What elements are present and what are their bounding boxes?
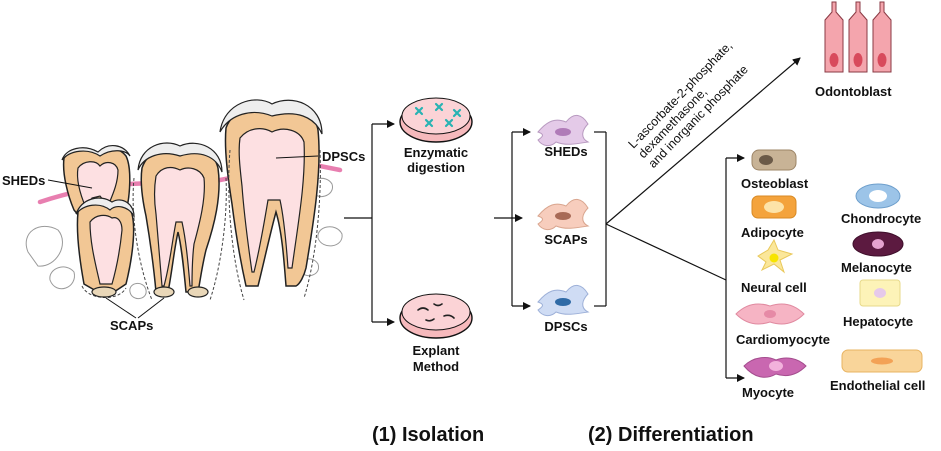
premolar-tooth	[132, 142, 227, 301]
melanocyte-cell	[852, 231, 904, 257]
explant-label-1: Explant	[413, 343, 461, 358]
teeth-illustration: SHEDs DPSCs SCAPs	[2, 99, 365, 333]
dpscs-cell-label: DPSCs	[544, 319, 587, 334]
isolation-bracket	[344, 120, 395, 326]
explant-petri-dish	[399, 293, 473, 339]
adipocyte-cell	[751, 195, 797, 219]
dpscs-cell	[537, 285, 590, 317]
enzymatic-label-2: digestion	[407, 160, 465, 175]
stem-cell-bracket	[494, 128, 607, 310]
adipocyte-label: Adipocyte	[741, 225, 804, 240]
osteoblast-cell	[751, 149, 797, 171]
odonto-induction-text: L-ascorbate-2-phosphate, dexamethasone, …	[626, 39, 751, 171]
scaps-tooth-label: SCAPs	[110, 318, 153, 333]
endothelial-cell-label: Endothelial cell	[830, 378, 925, 393]
cardiomyocyte-label: Cardiomyocyte	[736, 332, 830, 347]
myocyte-label: Myocyte	[742, 385, 794, 400]
differentiation-arrows	[605, 57, 801, 382]
enzymatic-label-1: Enzymatic	[404, 145, 468, 160]
melanocyte-label: Melanocyte	[841, 260, 912, 275]
differentiation-section-title: (2) Differentiation	[588, 424, 754, 446]
molar-tooth	[219, 99, 323, 301]
enzymatic-petri-dish	[399, 97, 473, 143]
isolation-section-title: (1) Isolation	[372, 424, 485, 446]
endothelial-cell	[841, 349, 923, 373]
explant-label-2: Method	[413, 359, 459, 374]
hepatocyte-label: Hepatocyte	[843, 314, 913, 329]
sheds-cell	[537, 115, 590, 147]
chondrocyte-cell	[855, 183, 901, 209]
neural-cell	[757, 238, 794, 274]
sheds-cell-label: SHEDs	[544, 144, 587, 159]
cardiomyocyte-cell	[735, 303, 805, 325]
neural-cell-label: Neural cell	[741, 280, 807, 295]
hepatocyte-cell	[859, 279, 901, 307]
osteoblast-label: Osteoblast	[741, 176, 809, 191]
developing-tooth	[75, 197, 135, 298]
myocyte-cell	[743, 357, 807, 378]
chondrocyte-label: Chondrocyte	[841, 211, 921, 226]
dpscs-tooth-label: DPSCs	[322, 149, 365, 164]
scaps-cell	[537, 199, 590, 231]
odontoblast-cells	[824, 1, 892, 73]
odontoblast-label: Odontoblast	[815, 84, 892, 99]
sheds-tooth-label: SHEDs	[2, 173, 45, 188]
scaps-cell-label: SCAPs	[544, 232, 587, 247]
